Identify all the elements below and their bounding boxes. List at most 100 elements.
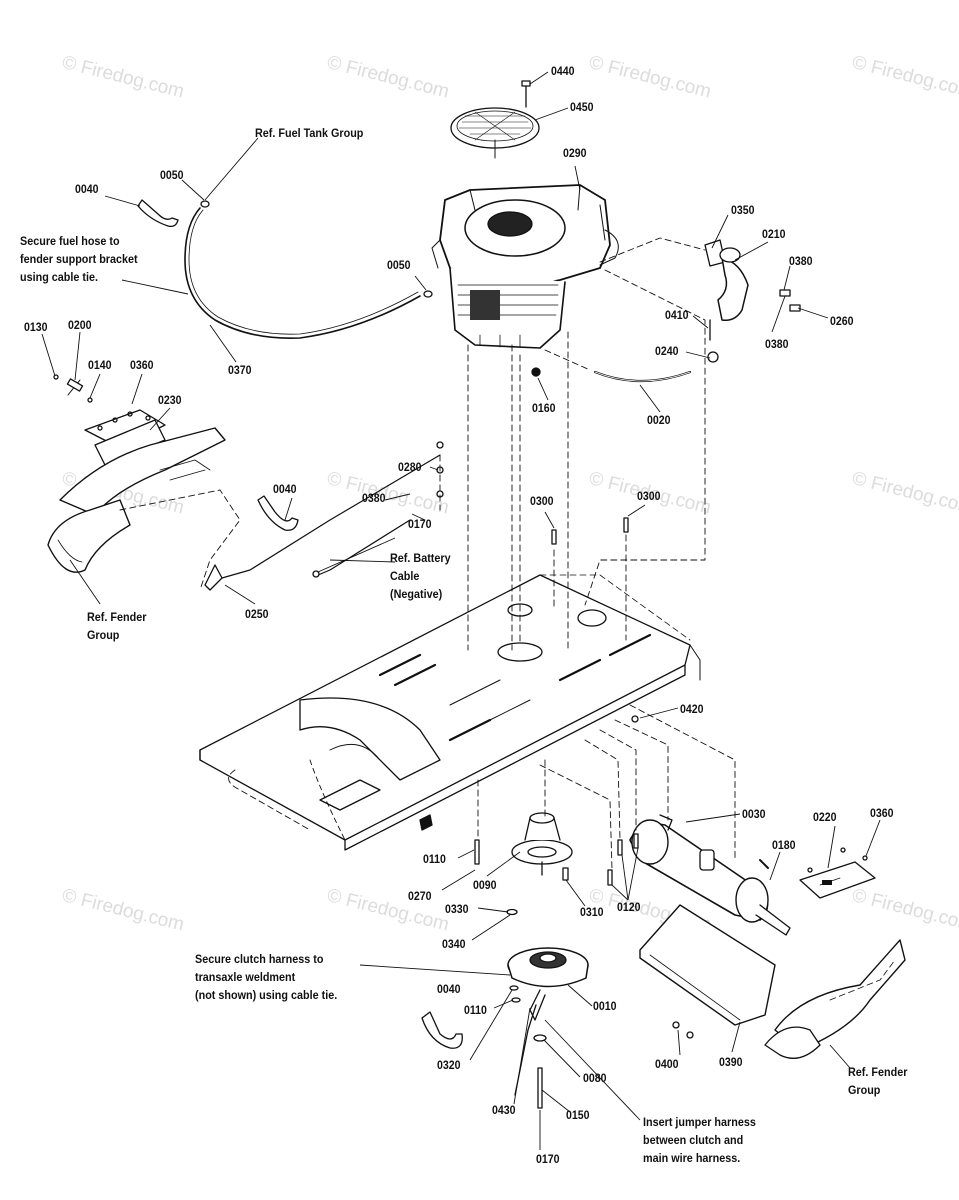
part-number-0010: 0010 [593, 999, 617, 1013]
pulley [511, 812, 573, 876]
part-number-0280: 0280 [398, 460, 422, 474]
cable-tie-0040 [137, 199, 179, 228]
part-number-0300: 0300 [637, 489, 661, 503]
note-line: Ref. Fuel Tank Group [255, 126, 364, 140]
part-number-0020: 0020 [647, 413, 671, 427]
part-number-0040: 0040 [437, 982, 461, 996]
part-number-0160: 0160 [532, 401, 556, 415]
part-number-0090: 0090 [473, 878, 497, 892]
part-number-0040: 0040 [75, 182, 99, 196]
note-line: (not shown) using cable tie. [195, 988, 338, 1002]
note-line: Insert jumper harness [643, 1115, 756, 1129]
cable-tie-0040b [257, 495, 299, 531]
part-0160 [531, 367, 541, 377]
fuel-hose [184, 207, 421, 339]
hose-clamp-0050 [200, 200, 210, 208]
part-number-0250: 0250 [245, 607, 269, 621]
part-number-0110: 0110 [423, 852, 446, 866]
part-number-0140: 0140 [88, 358, 112, 372]
alignment-lines [439, 237, 736, 871]
part-number-0360: 0360 [130, 358, 154, 372]
tractor-frame [199, 574, 701, 851]
note-line: (Negative) [390, 587, 443, 601]
part-number-0130: 0130 [24, 320, 48, 334]
part-number-0230: 0230 [158, 393, 182, 407]
note-line: Ref. Fender [848, 1065, 908, 1079]
part-number-0410: 0410 [665, 308, 689, 322]
hardware [474, 517, 639, 1003]
part-number-0050: 0050 [387, 258, 411, 272]
note-line: transaxle weldment [195, 970, 296, 984]
part-number-0400: 0400 [655, 1057, 679, 1071]
note-line: Ref. Fender [87, 610, 147, 624]
part-number-0080: 0080 [583, 1071, 607, 1085]
part-number-0350: 0350 [731, 203, 755, 217]
muffler [629, 814, 791, 936]
part-number-0340: 0340 [442, 937, 466, 951]
cable-tie-0040c [421, 1011, 463, 1049]
note-fuel-tank: Ref. Fuel Tank Group [255, 124, 363, 142]
part-number-0040: 0040 [273, 482, 297, 496]
fender-outline-left [119, 489, 241, 591]
part-number-0270: 0270 [408, 889, 432, 903]
part-number-0150: 0150 [566, 1108, 590, 1122]
note-line: Group [848, 1083, 881, 1097]
part-number-0390: 0390 [719, 1055, 743, 1069]
part-number-0240: 0240 [655, 344, 679, 358]
part-number-0200: 0200 [68, 318, 92, 332]
part-number-0330: 0330 [445, 902, 469, 916]
left-fender-bracket [47, 374, 226, 573]
part-number-0180: 0180 [772, 838, 796, 852]
part-number-0370: 0370 [228, 363, 252, 377]
note-line: Group [87, 628, 120, 642]
note-line: Secure fuel hose to [20, 234, 120, 248]
electric-clutch [507, 947, 589, 1021]
muffler-shield [639, 904, 776, 1039]
part-number-0420: 0420 [680, 702, 704, 716]
leader-lines [41, 71, 881, 1150]
part-number-0120: 0120 [617, 900, 641, 914]
part-number-0030: 0030 [742, 807, 766, 821]
part-number-0380: 0380 [765, 337, 789, 351]
note-clutch: Secure clutch harness to transaxle weldme… [195, 950, 337, 1004]
part-number-0110: 0110 [464, 1003, 487, 1017]
part-number-0220: 0220 [813, 810, 837, 824]
part-number-0300: 0300 [530, 494, 554, 508]
part-number-0360: 0360 [870, 806, 894, 820]
part-number-0260: 0260 [830, 314, 854, 328]
engine [431, 184, 619, 349]
note-fuel-hose: Secure fuel hose to fender support bracke… [20, 232, 138, 286]
part-number-0050: 0050 [160, 168, 184, 182]
part-number-0310: 0310 [580, 905, 604, 919]
exhaust-pipe [704, 239, 801, 363]
note-line: using cable tie. [20, 270, 99, 284]
part-number-0430: 0430 [492, 1103, 516, 1117]
note-line: main wire harness. [643, 1151, 741, 1165]
part-number-0320: 0320 [437, 1058, 461, 1072]
part-number-0440: 0440 [551, 64, 575, 78]
note-line: Cable [390, 569, 420, 583]
part-number-0210: 0210 [762, 227, 786, 241]
hose-clamp-0050b [423, 290, 433, 298]
battery-cable [204, 441, 444, 591]
part-number-0290: 0290 [563, 146, 587, 160]
screw-0440 [521, 80, 531, 108]
note-jumper: Insert jumper harness between clutch and m… [643, 1113, 756, 1167]
note-line: between clutch and [643, 1133, 744, 1147]
washer-0080 [533, 1034, 547, 1042]
air-filter-cover [450, 107, 540, 159]
part-number-0170: 0170 [408, 517, 432, 531]
part-number-0380: 0380 [362, 491, 386, 505]
part-number-0450: 0450 [570, 100, 594, 114]
note-line: Ref. Battery [390, 551, 451, 565]
note-line: Secure clutch harness to [195, 952, 324, 966]
right-fender-bracket [764, 847, 906, 1059]
part-number-0380: 0380 [789, 254, 813, 268]
bolt-0150 [537, 1067, 543, 1109]
note-line: fender support bracket [20, 252, 138, 266]
part-number-0170: 0170 [536, 1152, 560, 1166]
